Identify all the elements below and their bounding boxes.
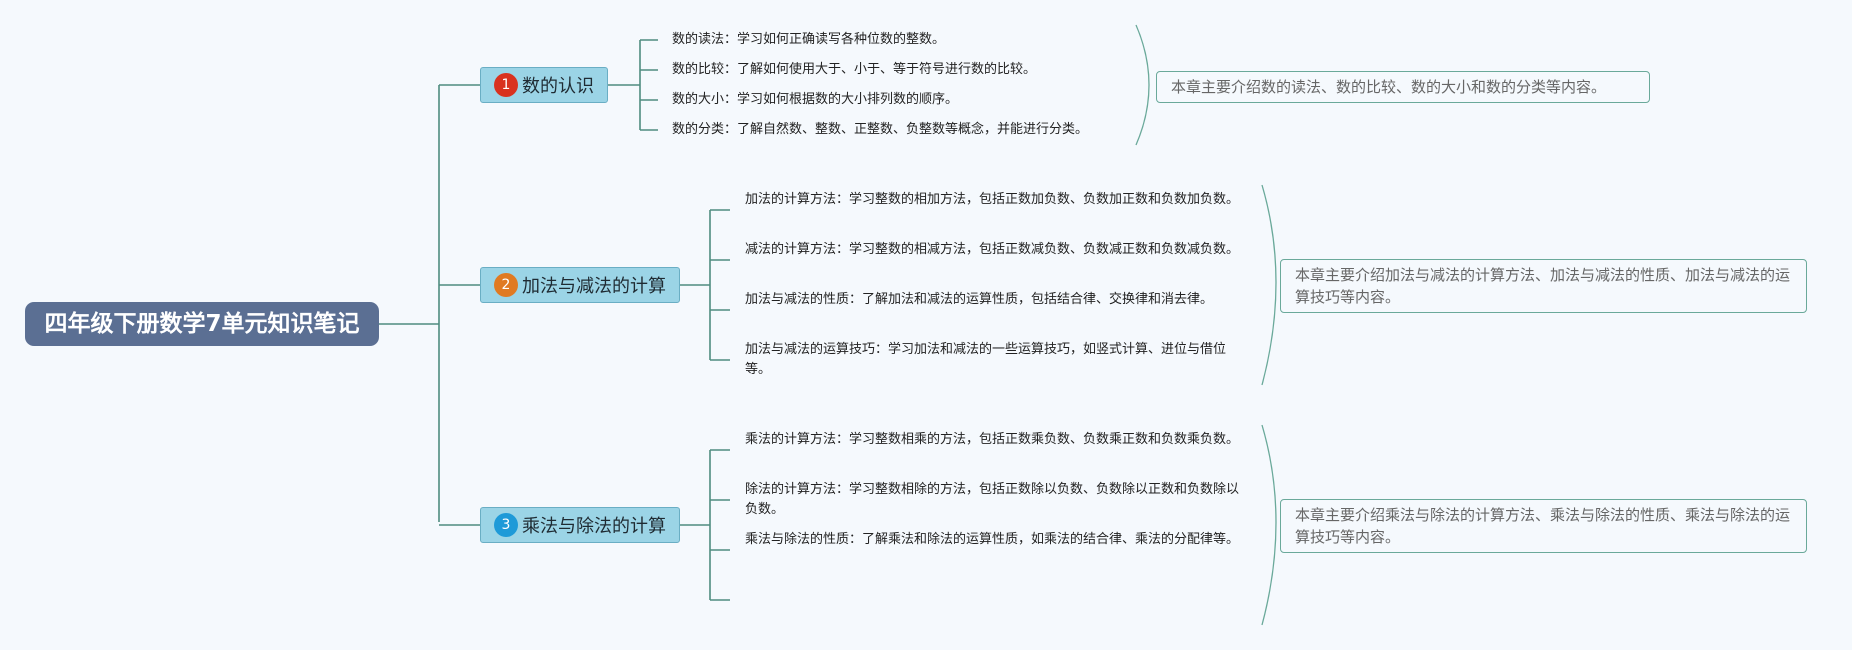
branch-3-item-3: 乘法与除法的性质：了解乘法和除法的运算性质，如乘法的结合律、乘法的分配律等。 — [745, 532, 1240, 547]
branch-2: 2 加法与减法的计算 — [480, 267, 680, 303]
branch-3-label: 乘法与除法的计算 — [522, 516, 666, 537]
branch-1-label: 数的认识 — [522, 76, 594, 97]
branch-2-item-1: 加法的计算方法：学习整数的相加方法，包括正数加负数、负数加正数和负数加负数。 — [745, 192, 1240, 207]
branch-1-item-1: 数的读法：学习如何正确读写各种位数的整数。 — [672, 32, 946, 47]
branch-2-label: 加法与减法的计算 — [522, 276, 666, 297]
branch-1-summary: 本章主要介绍数的读法、数的比较、数的大小和数的分类等内容。 — [1156, 71, 1650, 103]
branch-3: 3 乘法与除法的计算 — [480, 507, 680, 543]
branch-3-summary: 本章主要介绍乘法与除法的计算方法、乘法与除法的性质、乘法与除法的运算技巧等内容。 — [1280, 499, 1807, 553]
number-badge-3: 3 — [494, 513, 518, 537]
branch-2-item-4: 加法与减法的运算技巧：学习加法和减法的一些运算技巧，如竖式计算、进位与借位等。 — [745, 342, 1227, 377]
branch-1-item-2: 数的比较：了解如何使用大于、小于、等于符号进行数的比较。 — [672, 62, 1037, 77]
branch-1: 1 数的认识 — [480, 67, 608, 103]
root-title: 四年级下册数学7单元知识笔记 — [25, 302, 379, 346]
branch-1-item-4: 数的分类：了解自然数、整数、正整数、负整数等概念，并能进行分类。 — [672, 122, 1089, 137]
branch-2-summary: 本章主要介绍加法与减法的计算方法、加法与减法的性质、加法与减法的运算技巧等内容。 — [1280, 259, 1807, 313]
number-badge-2: 2 — [494, 273, 518, 297]
branch-2-item-3: 加法与减法的性质：了解加法和减法的运算性质，包括结合律、交换律和消去律。 — [745, 292, 1214, 307]
branch-1-item-3: 数的大小：学习如何根据数的大小排列数的顺序。 — [672, 92, 959, 107]
branch-3-item-2: 除法的计算方法：学习整数相除的方法，包括正数除以负数、负数除以正数和负数除以负数… — [745, 482, 1240, 517]
branch-2-item-2: 减法的计算方法：学习整数的相减方法，包括正数减负数、负数减正数和负数减负数。 — [745, 242, 1240, 257]
branch-3-item-1: 乘法的计算方法：学习整数相乘的方法，包括正数乘负数、负数乘正数和负数乘负数。 — [745, 432, 1240, 447]
number-badge-1: 1 — [494, 73, 518, 97]
